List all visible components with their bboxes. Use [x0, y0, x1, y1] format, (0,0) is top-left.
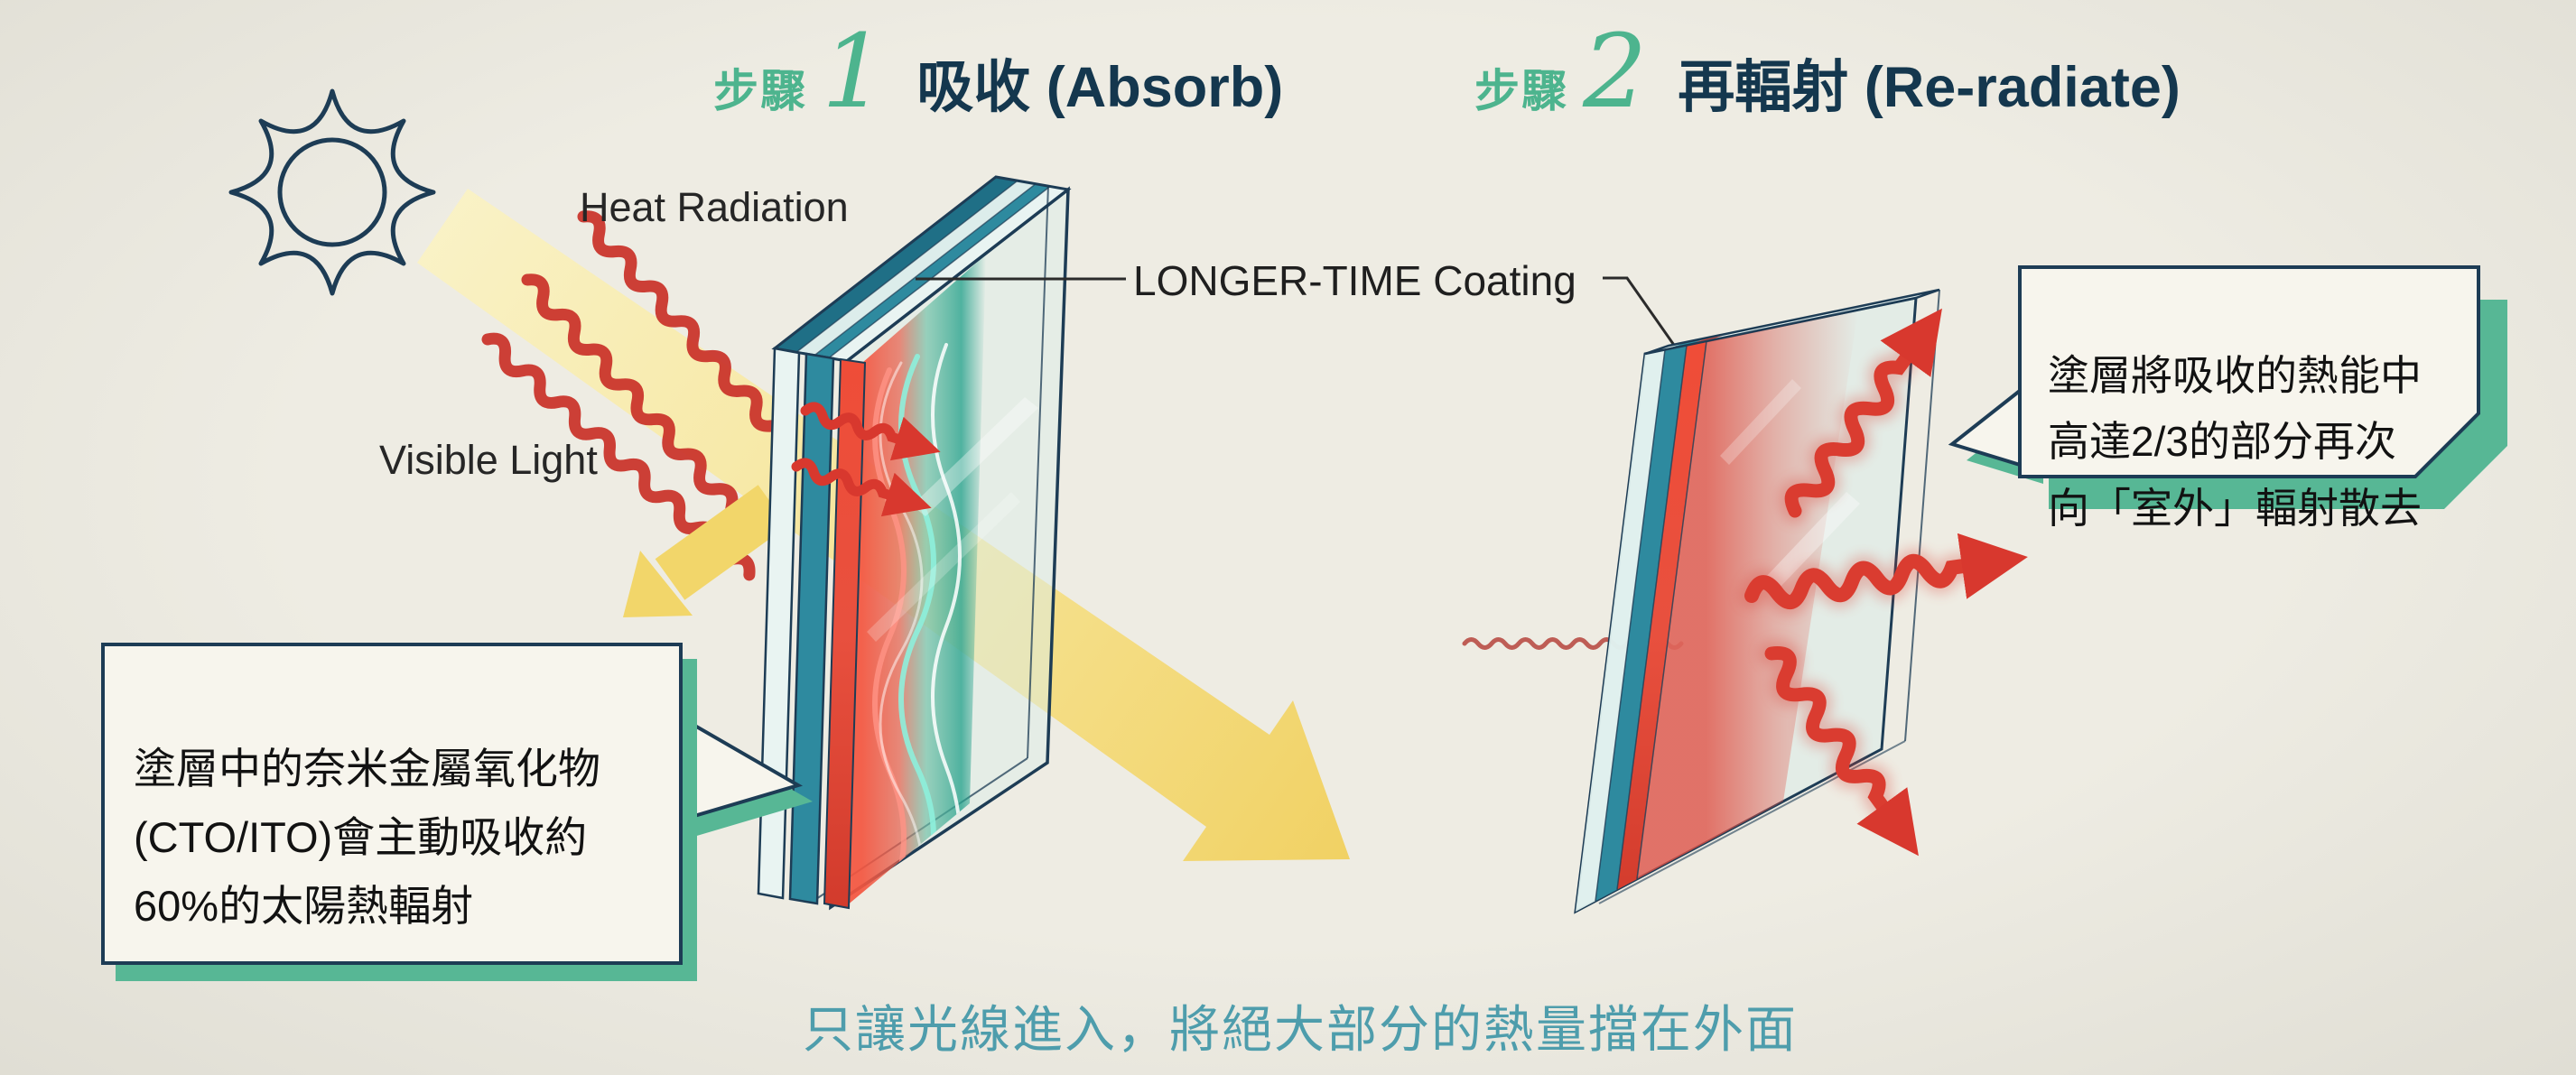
heat-wave-1 [577, 210, 795, 449]
panel1-teal-layer [788, 352, 835, 905]
panel1-coating-layer [823, 357, 867, 910]
step-1-label: 步驟 [713, 66, 807, 116]
panel1-outer-glass-layer [757, 347, 801, 900]
glass-panel-1 [757, 175, 1072, 911]
visible-light-label: Visible Light [379, 437, 598, 483]
callout-left-text: 塗層中的奈米金屬氧化物 (CTO/ITO)會主動吸收約 60%的太陽熱輻射 [134, 745, 600, 931]
panel2-outer-glass-layer [1576, 349, 1665, 912]
absorbed-arrow-2 [791, 458, 932, 517]
absorbed-arrow-1 [800, 402, 941, 461]
reradiated-heat-arrows [1739, 308, 2028, 857]
reradiated-arrow-3 [1764, 646, 1919, 857]
heat-radiation-label: Heat Radiation [580, 184, 849, 230]
reradiated-arrow-2 [1744, 533, 2028, 609]
step-2-title: 再輻射 (Re-radiate) [1678, 56, 2181, 119]
panel2-coating-layer [1617, 341, 1706, 890]
callout-right-bubble [1948, 265, 2507, 509]
coating-label: LONGER-TIME Coating [1133, 257, 1576, 304]
callout-right: 塗層將吸收的熱能中 高達2/3的部分再次 向「室外」輻射散去 [2048, 276, 2472, 542]
sun-icon [228, 88, 436, 296]
callout-right-text: 塗層將吸收的熱能中 高達2/3的部分再次 向「室外」輻射散去 [2048, 351, 2422, 532]
callout-right-tail [1948, 379, 2031, 470]
panel2-teal-layer [1595, 345, 1687, 902]
callout-left-tail [668, 708, 813, 839]
absorbed-heat-arrows [791, 402, 941, 517]
reflected-light-arrow [623, 485, 788, 617]
coating-leader-line-right [1603, 276, 1679, 351]
step-1-title: 吸收 (Absorb) [916, 56, 1284, 119]
step-2-header: 步驟 2 再輻射 (Re-radiate) [1474, 14, 2181, 131]
step-1-header: 步驟 1 吸收 (Absorb) [713, 14, 1284, 131]
callout-left: 塗層中的奈米金屬氧化物 (CTO/ITO)會主動吸收約 60%的太陽熱輻射 [101, 643, 683, 965]
step-2-number: 2 [1583, 14, 1648, 131]
step-2-label: 步驟 [1474, 66, 1568, 116]
step-1-number: 1 [822, 14, 887, 131]
bottom-caption: 只讓光線進入，將絕大部分的熱量擋在外面 [803, 1001, 1798, 1058]
heat-wave-2 [521, 273, 754, 531]
reradiated-arrow-1 [1784, 308, 1942, 518]
